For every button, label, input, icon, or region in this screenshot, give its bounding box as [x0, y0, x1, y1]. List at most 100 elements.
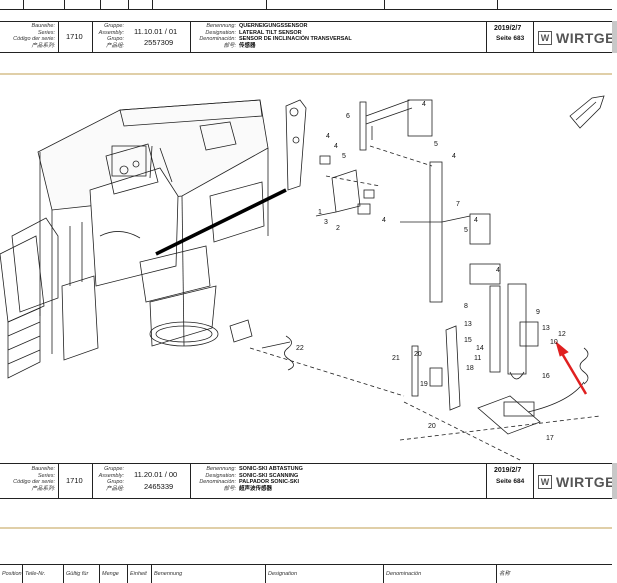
callout-label: 21	[392, 355, 400, 362]
callout-label: 16	[542, 373, 550, 380]
series-value-cell: 1710	[58, 22, 93, 52]
label-series-de: Baureihe:	[31, 23, 55, 29]
series-value: 1710	[66, 32, 83, 41]
designation-cell: Benennung: Designation: Denominación: 部号…	[190, 22, 486, 52]
callout-label: 4	[334, 143, 338, 150]
label-series-zh: 产品系列:	[31, 485, 55, 492]
wirtgen-logo: W WIRTGEN	[538, 474, 617, 490]
page-header-684: Baureihe: Series: Código der serie: 产品系列…	[0, 463, 617, 499]
label-assembly-de: Gruppe:	[104, 466, 124, 472]
previous-parts-table-end	[0, 0, 612, 10]
page-separator	[0, 527, 612, 529]
assembly-number: 11.10.01 / 01	[134, 27, 178, 36]
label-assembly-zh: 产品组:	[105, 42, 124, 49]
machine-drawing	[0, 99, 269, 379]
label-series-en: Series:	[37, 472, 55, 479]
callout-label: 13	[542, 325, 550, 332]
label-series-es: Código der serie:	[13, 36, 55, 43]
label-assembly-es: Grupo:	[107, 479, 124, 486]
page-separator	[0, 73, 612, 75]
callout-label: 19	[420, 381, 428, 388]
leader-line	[155, 188, 287, 256]
label-series-zh: 产品系列:	[31, 42, 55, 49]
assembly-cell: Gruppe: Assembly: Grupo: 产品组: 11.20.01 /…	[92, 464, 191, 498]
callout-label: 7	[456, 201, 460, 208]
series-labels: Baureihe: Series: Código der serie: 产品系列…	[0, 464, 59, 498]
callout-label: 13	[464, 321, 472, 328]
label-assembly-zh: 产品组:	[105, 485, 124, 492]
series-value-cell: 1710	[58, 464, 93, 498]
callout-label: 9	[536, 309, 540, 316]
parts-table-header: Position Teile-Nr. Gültig für Menge Einh…	[0, 564, 612, 583]
callout-label: 3	[324, 219, 328, 226]
callout-label: 4	[496, 267, 500, 274]
col-denominacion: Denominación	[384, 565, 497, 583]
callout-label: 2	[336, 225, 340, 232]
callout-label: 18	[466, 365, 474, 372]
label-desc-en: Designation:	[205, 472, 236, 479]
print-date: 2019/2/7	[494, 25, 522, 32]
desc-de: SONIC-SKI ABTASTUNG	[239, 466, 303, 472]
page-edge-bar	[612, 463, 617, 499]
callout-label: 5	[464, 227, 468, 234]
label-desc-de: Benennung:	[206, 466, 236, 472]
diagram-svg: 1 2 3 4 4 4 4 4 4 4 5 5 5 6 7 8 9 10 11 …	[0, 95, 605, 461]
col-part-number: Teile-Nr.	[23, 565, 64, 583]
label-desc-zh: 部号:	[223, 42, 236, 49]
mounting-post	[359, 99, 589, 435]
wirtgen-w-icon: W	[538, 475, 552, 489]
callout-label: 1	[318, 209, 322, 216]
callout-label: 8	[464, 303, 468, 310]
wirtgen-w-icon: W	[538, 31, 552, 45]
label-assembly-en: Assembly:	[98, 472, 124, 479]
col-benennung: Benennung	[152, 565, 266, 583]
callout-label: 5	[434, 141, 438, 148]
label-desc-de: Benennung:	[206, 23, 236, 29]
label-desc-en: Designation:	[205, 29, 236, 36]
desc-zh: 超声波传感器	[239, 485, 273, 492]
desc-es: SENSOR DE INCLINACIÓN TRANSVERSAL	[239, 36, 352, 43]
col-unit: Einheit	[128, 565, 152, 583]
col-name-zh: 名称	[499, 571, 511, 577]
date-page-cell: 2019/2/7 Seite 683	[486, 22, 534, 52]
callout-label: 6	[346, 113, 350, 120]
callout-label: 20	[428, 423, 436, 430]
desc-es: PALPADOR SONIC-SKI	[239, 479, 299, 486]
callout-label: 4	[326, 133, 330, 140]
sensor-bracket-assembly	[285, 99, 375, 217]
assembly-id: 2557309	[144, 38, 174, 47]
desc-de: QUERNEIGUNGSSENSOR	[239, 23, 308, 29]
assembly-id: 2465339	[144, 482, 174, 491]
callout-label: 11	[474, 355, 481, 362]
label-desc-es: Denominación:	[199, 479, 236, 486]
series-labels: Baureihe: Series: Código der serie: 产品系列…	[0, 22, 59, 52]
callout-label: 5	[342, 153, 346, 160]
callout-label: 14	[476, 345, 484, 352]
callout-label: 15	[464, 337, 472, 344]
page-number: Seite 684	[496, 478, 525, 485]
series-value: 1710	[66, 476, 83, 485]
exploded-view-diagram: 1 2 3 4 4 4 4 4 4 4 5 5 5 6 7 8 9 10 11 …	[0, 86, 612, 462]
wirtgen-logo: W WIRTGEN	[538, 30, 617, 46]
label-desc-es: Denominación:	[199, 36, 236, 43]
print-date: 2019/2/7	[494, 467, 522, 474]
desc-en: LATERAL TILT SENSOR	[239, 29, 302, 36]
label-series-es: Código der serie:	[13, 479, 55, 486]
label-series-de: Baureihe:	[31, 466, 55, 472]
callout-label: 22	[296, 345, 304, 352]
label-series-en: Series:	[37, 29, 55, 36]
callout-label: 20	[414, 351, 422, 358]
sonic-ski-parts	[229, 319, 461, 411]
label-desc-zh: 部号:	[223, 485, 236, 492]
label-assembly-de: Gruppe:	[104, 23, 124, 29]
label-assembly-en: Assembly:	[98, 29, 124, 36]
callout-label: 4	[474, 217, 478, 224]
callout-label: 4	[382, 217, 386, 224]
brand-name: WIRTGEN	[556, 30, 617, 46]
date-page-cell: 2019/2/7 Seite 684	[486, 464, 534, 498]
page-edge-bar	[612, 21, 617, 53]
col-valid-for: Gültig für	[64, 565, 100, 583]
assembly-cell: Gruppe: Assembly: Grupo: 产品组: 11.10.01 /…	[92, 22, 191, 52]
callout-label: 4	[452, 153, 456, 160]
orientation-arrow-icon	[569, 95, 605, 129]
